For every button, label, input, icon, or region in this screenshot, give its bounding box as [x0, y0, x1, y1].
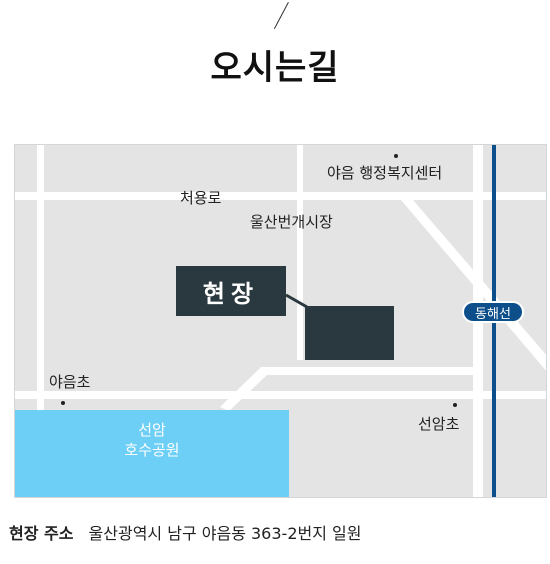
- road-mid-vertical: [297, 145, 303, 360]
- road-left-vertical: [37, 145, 44, 497]
- address-value: 울산광역시 남구 야음동 363-2번지 일원: [88, 524, 362, 543]
- site-building: [305, 306, 394, 360]
- dot-yaeumcho: [61, 401, 65, 405]
- label-cheoyong-ro: 처용로: [180, 189, 222, 207]
- park-area: [15, 410, 289, 497]
- metro-line-badge: 동해선: [462, 301, 524, 323]
- park-label-line1: 선암: [138, 421, 166, 439]
- label-ulsan-market: 울산번개시장: [250, 213, 333, 231]
- road-cheoyong: [15, 192, 546, 200]
- site-label-box: 현장: [176, 266, 286, 316]
- label-yaeumcho: 야음초: [49, 373, 91, 391]
- decorative-line: [273, 2, 289, 29]
- page-title: 오시는길: [210, 48, 340, 88]
- road-diagonal-right: [401, 200, 546, 371]
- label-yaeum-office: 야음 행정복지센터: [327, 164, 443, 182]
- road-lower: [15, 391, 546, 399]
- dot-seonamcho: [453, 403, 457, 407]
- dot-yaeum-office: [394, 154, 398, 158]
- park-label-line2: 호수공원: [124, 441, 180, 459]
- park-label: 선암 호수공원: [15, 420, 289, 460]
- location-map: 야음 행정복지센터 처용로 울산번개시장 현장 동해선 야음초 선암초 선암 호…: [14, 144, 547, 498]
- label-seonamcho: 선암초: [418, 415, 460, 433]
- road-diagonal-lower: [220, 367, 475, 411]
- site-address: 현장 주소 울산광역시 남구 야음동 363-2번지 일원: [9, 520, 361, 544]
- address-label: 현장 주소: [9, 524, 74, 543]
- site-connector: [285, 293, 308, 309]
